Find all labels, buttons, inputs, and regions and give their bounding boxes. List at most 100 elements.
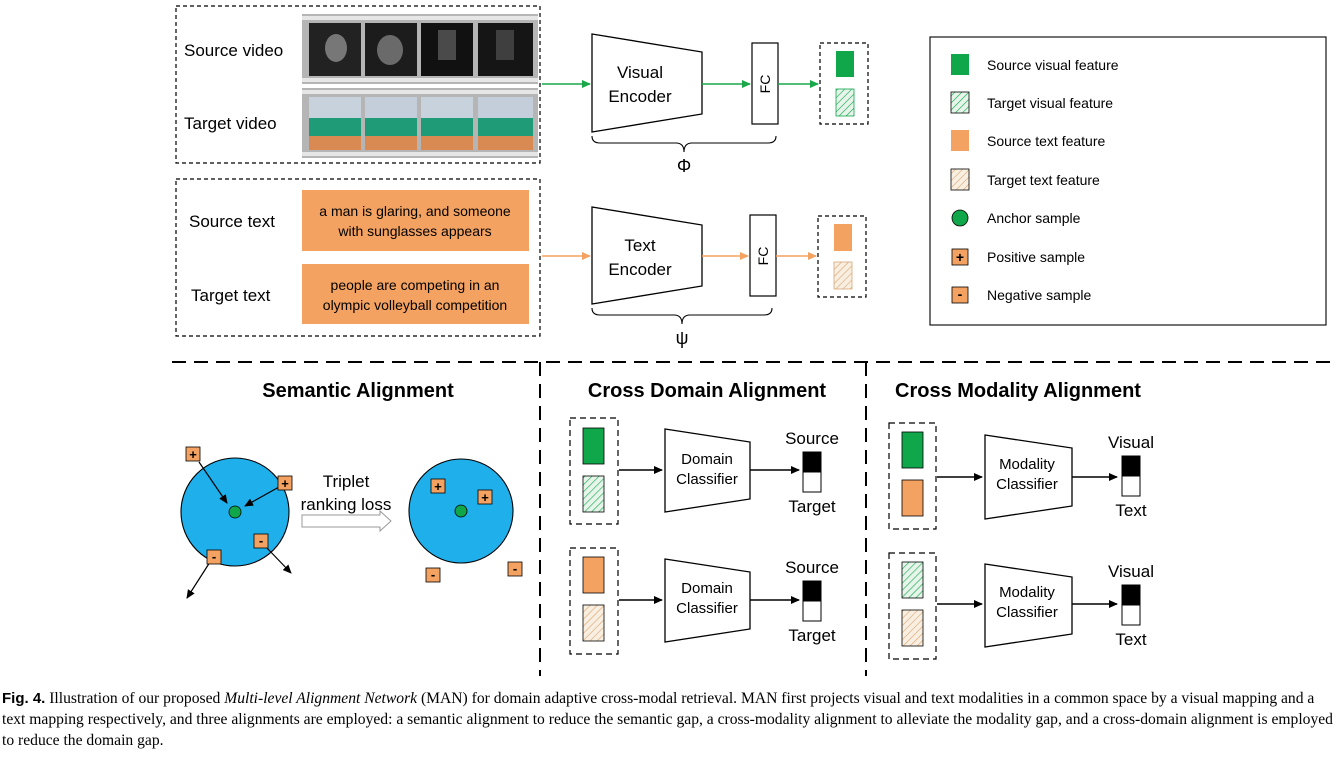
modality-output-text-label: Text <box>1115 501 1146 520</box>
pull-arrow <box>244 486 280 507</box>
domain-output-source <box>802 451 822 473</box>
domain-text-feature-box <box>569 547 619 655</box>
legend-icon-source-text <box>951 130 969 151</box>
cross-domain-alignment-title: Cross Domain Alignment <box>588 380 827 402</box>
legend-icon-anchor <box>951 209 969 227</box>
modality-target-feature-box <box>888 552 937 660</box>
visual-encoder-label-line2: Encoder <box>608 87 672 106</box>
source-text-feature <box>901 479 924 517</box>
minus-glyph: - <box>259 533 263 548</box>
modality-classifier-label-line1: Modality <box>999 584 1055 601</box>
alignment-network-diagram: Source video Target video <box>172 5 1338 676</box>
figure-caption-text: (MAN) for domain adaptive cross-modal re… <box>2 690 1333 749</box>
legend-label: Anchor sample <box>987 210 1081 226</box>
domain-output-target-label: Target <box>788 626 836 645</box>
minus-glyph: - <box>431 567 435 582</box>
target-frame-1 <box>309 97 361 150</box>
negative-sample <box>253 533 269 549</box>
pull-arrow <box>198 461 228 504</box>
target-frame-4 <box>478 97 533 150</box>
phi-label: Φ <box>677 156 691 176</box>
domain-classifier <box>664 558 751 643</box>
legend-label: Source visual feature <box>987 57 1119 73</box>
legend-box <box>929 36 1327 326</box>
modality-output-visual-label: Visual <box>1108 562 1154 581</box>
target-video-filmstrip <box>302 88 538 158</box>
source-video-label: Source video <box>184 41 283 60</box>
source-text-feature <box>834 224 852 251</box>
domain-classifier-label-line2: Classifier <box>676 471 738 488</box>
figure-caption-label: Fig. 4. <box>2 690 46 707</box>
legend-label: Target text feature <box>987 172 1100 188</box>
visual-encoder <box>591 33 703 133</box>
plus-glyph: + <box>434 479 442 494</box>
negative-sample <box>507 561 523 577</box>
legend-label: Target visual feature <box>987 95 1113 111</box>
domain-classifier-label-line1: Domain <box>681 580 733 597</box>
modality-classifier <box>984 434 1073 520</box>
target-visual-feature <box>582 475 605 513</box>
domain-classifier-label-line1: Domain <box>681 451 733 468</box>
legend-label: Source text feature <box>987 133 1106 149</box>
negative-sample <box>425 567 441 583</box>
target-text-label: Target text <box>191 286 271 305</box>
modality-output-text <box>1121 604 1141 626</box>
source-text-caption-line1: a man is glaring, and someone <box>319 203 511 219</box>
figure-caption-pre: Illustration of our proposed <box>45 690 225 707</box>
domain-classifier <box>664 428 751 513</box>
source-text-caption-box <box>302 190 529 251</box>
text-encoder <box>591 206 703 305</box>
modality-classifier-label-line1: Modality <box>999 456 1055 473</box>
legend-minus-glyph: - <box>958 286 963 302</box>
visual-encoder-label-line1: Visual <box>617 63 663 82</box>
positive-sample <box>430 478 446 494</box>
psi-brace <box>591 307 773 325</box>
figure-caption: Fig. 4. Illustration of our proposed Mul… <box>2 688 1340 751</box>
target-video-label: Target video <box>184 114 277 133</box>
triplet-loss-label-line1: Triplet <box>323 472 370 491</box>
modality-output-text <box>1121 475 1141 497</box>
text-fc-layer <box>749 214 777 297</box>
target-frame-2 <box>365 97 417 150</box>
legend-icon-target-text <box>950 168 970 191</box>
domain-output-target <box>802 600 822 622</box>
phi-brace <box>591 135 777 153</box>
visual-feature-box <box>819 42 869 125</box>
minus-glyph: - <box>212 549 216 564</box>
modality-source-feature-box <box>888 422 937 530</box>
text-feature-box <box>817 215 867 298</box>
target-visual-feature <box>835 88 855 117</box>
negative-sample <box>206 549 222 565</box>
modality-classifier <box>984 563 1073 648</box>
domain-classifier-label-line2: Classifier <box>676 600 738 617</box>
legend-icon-positive <box>951 248 969 266</box>
psi-label: ψ <box>676 328 689 348</box>
legend-icon-negative <box>951 286 969 304</box>
cross-domain-alignment-section: Cross Domain Alignment Domain Classifier… <box>569 380 839 655</box>
text-fc-label: FC <box>755 247 771 266</box>
target-text-feature <box>901 609 924 647</box>
plus-glyph: + <box>481 490 489 505</box>
source-text-feature <box>582 556 605 594</box>
visual-branch: Visual Encoder FC Φ <box>542 33 869 176</box>
target-text-caption-box <box>302 264 529 324</box>
text-input-box <box>175 178 541 337</box>
modality-output-visual <box>1121 584 1141 606</box>
domain-output-source-label: Source <box>785 429 839 448</box>
video-input-group: Source video Target video <box>175 5 541 164</box>
anchor-sample <box>228 505 242 519</box>
target-text-feature <box>582 604 605 642</box>
video-input-box <box>175 5 541 164</box>
domain-visual-feature-box <box>569 417 619 525</box>
visual-fc-layer <box>751 42 779 125</box>
plus-glyph: + <box>189 447 197 462</box>
domain-output-target <box>802 471 822 493</box>
target-text-caption-line1: people are competing in an <box>331 277 500 293</box>
legend: Source visual feature Target visual feat… <box>929 36 1327 326</box>
push-arrow <box>186 561 211 599</box>
domain-output-source <box>802 580 822 602</box>
cross-modality-alignment-title: Cross Modality Alignment <box>895 380 1141 402</box>
legend-label: Negative sample <box>987 287 1091 303</box>
triplet-loss-label-line2: ranking loss <box>301 495 392 514</box>
legend-label: Positive sample <box>987 249 1085 265</box>
